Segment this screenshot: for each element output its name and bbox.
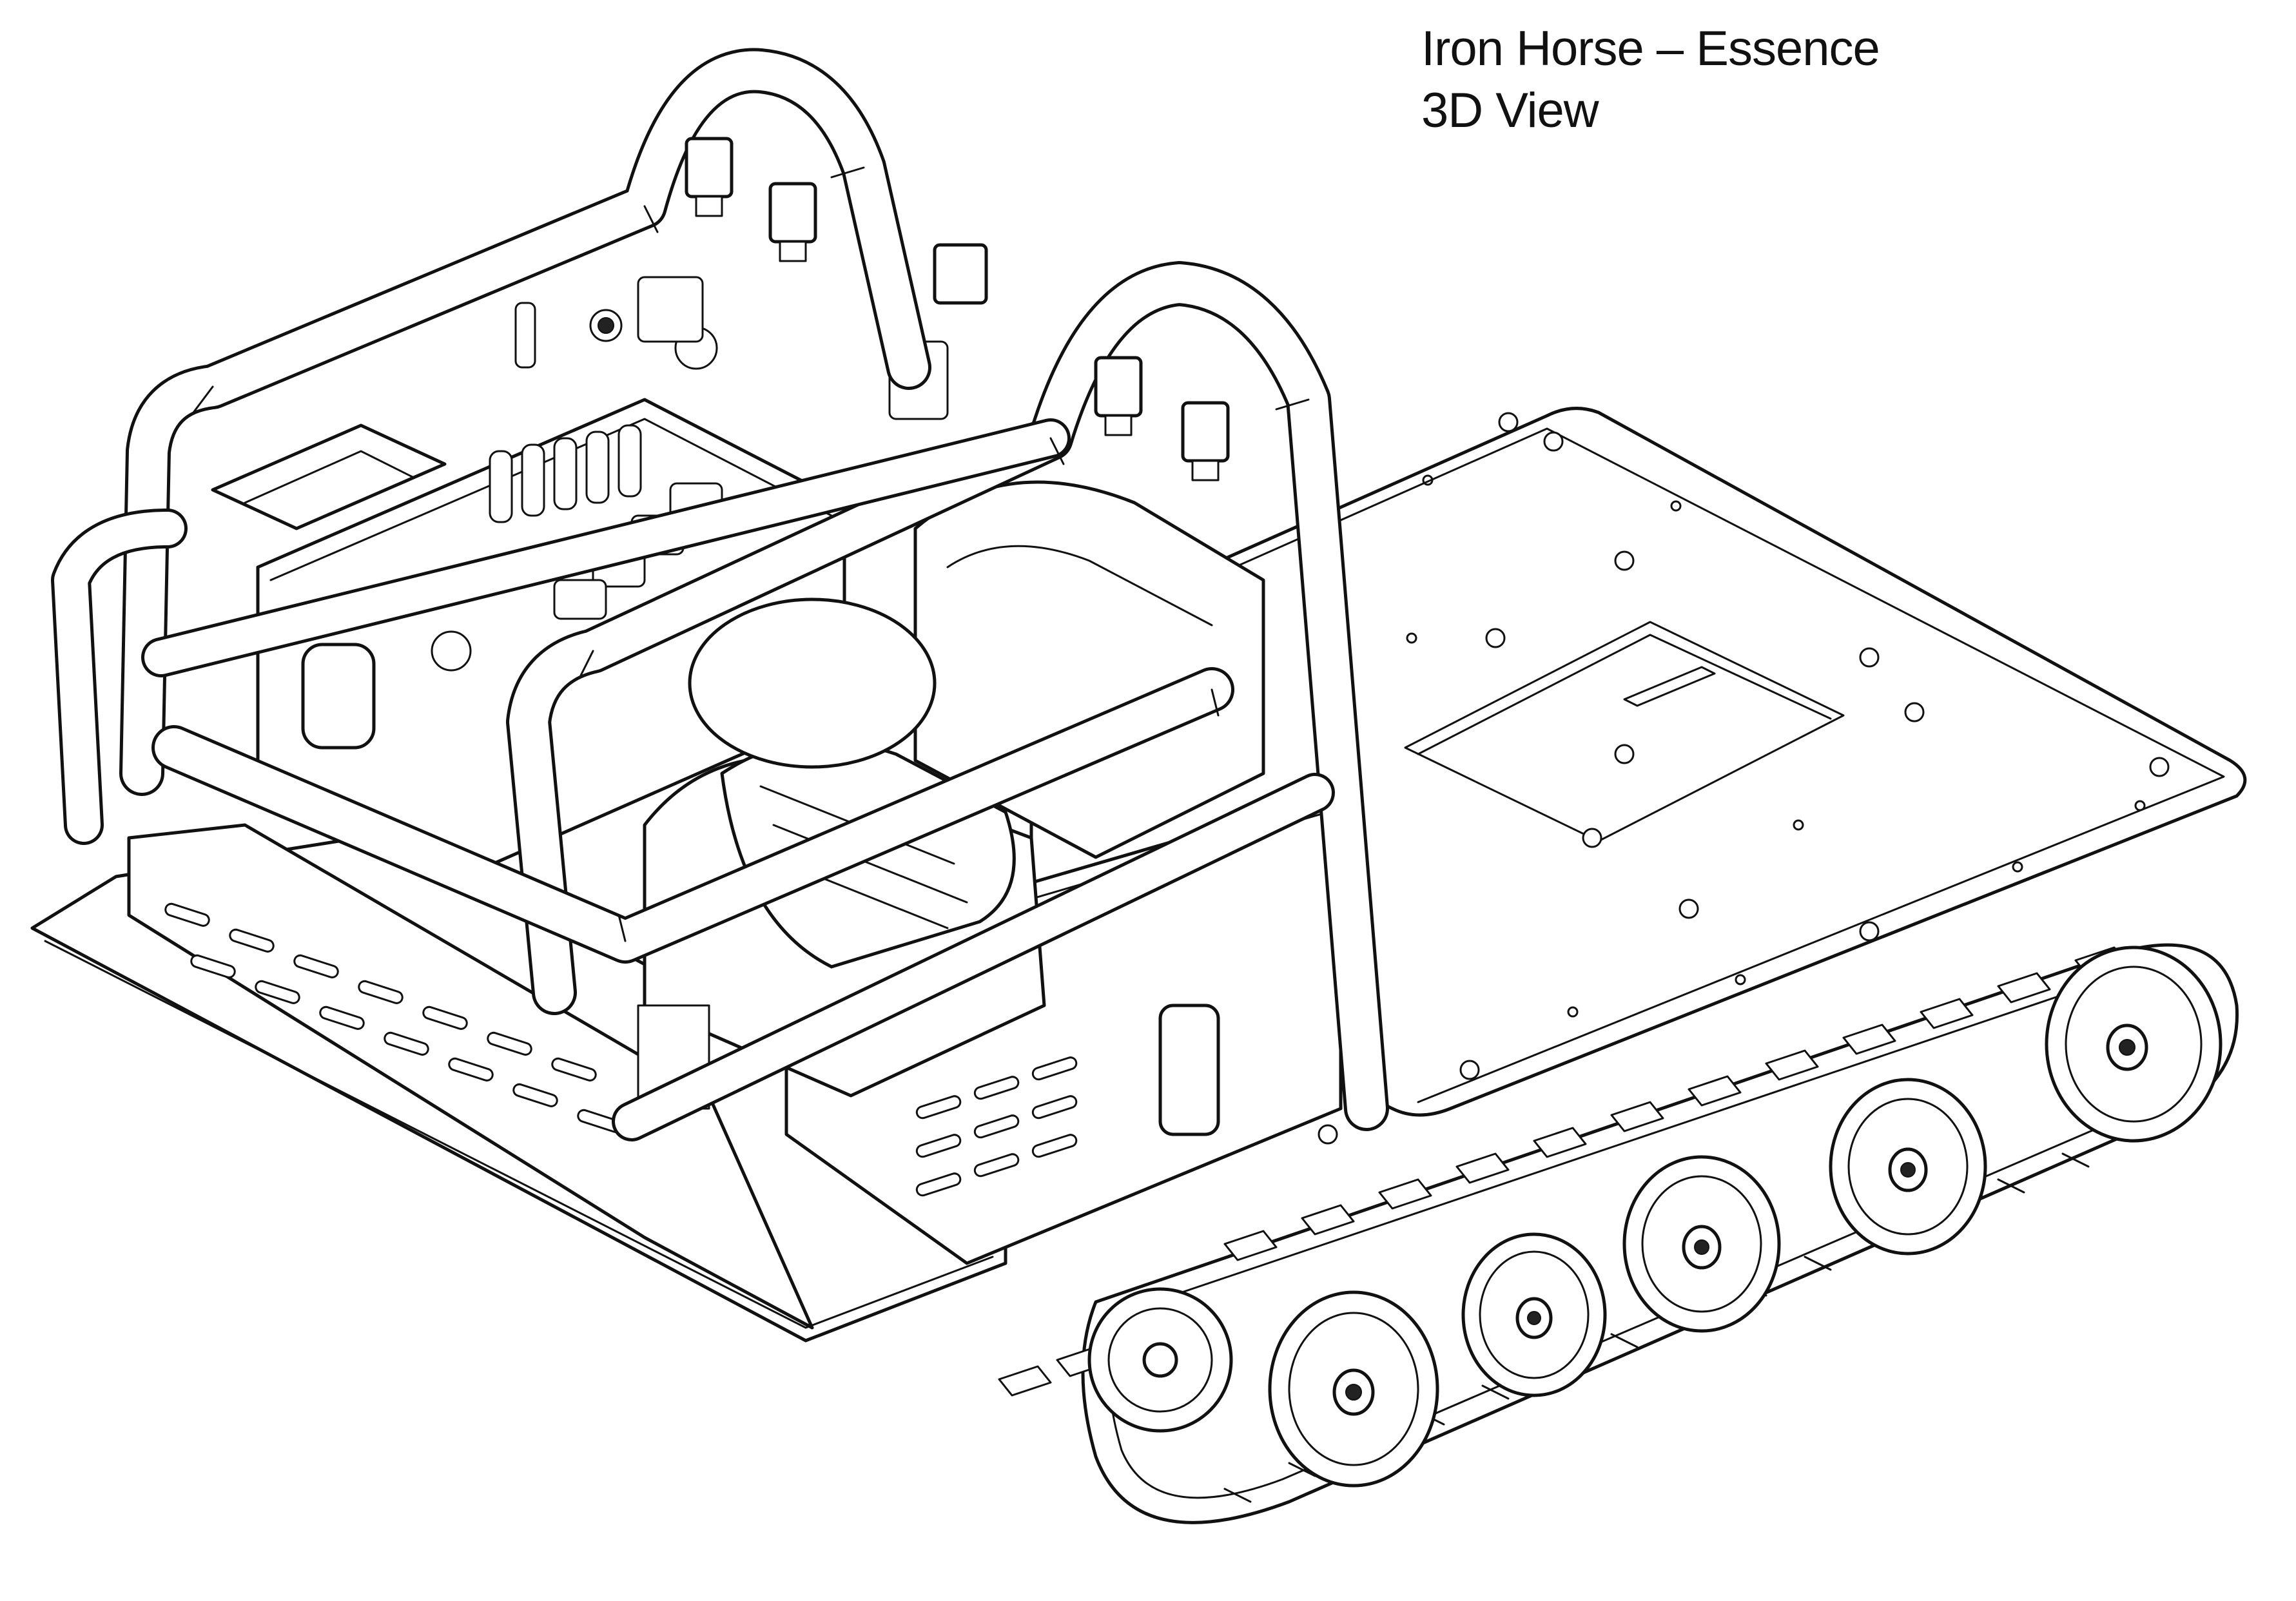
work-light-1: [685, 137, 734, 217]
road-wheel-5: [1268, 1290, 1439, 1488]
fluid-cylinders: [489, 424, 642, 523]
drawing-title: Iron Horse – Essence: [1421, 21, 1880, 76]
road-wheel-3: [1622, 1155, 1781, 1333]
skid-plate-slots: [164, 902, 623, 1133]
cage-lights: [685, 137, 1230, 481]
work-light-3: [933, 243, 988, 305]
work-light-5: [1181, 401, 1230, 481]
track-lugs: [998, 946, 2128, 1397]
road-wheel-4: [1461, 1232, 1607, 1397]
side-panel-vents: [915, 1056, 1078, 1197]
drawing-subtitle: 3D View: [1421, 83, 1599, 138]
roll-cage: [51, 48, 1389, 1141]
road-wheels: [1087, 946, 2223, 1488]
work-light-2: [768, 182, 817, 262]
work-light-4: [1094, 356, 1143, 436]
deck-bolts: [1318, 412, 2170, 1145]
drive-sprocket: [1087, 1287, 1233, 1433]
drawing-title-block: Iron Horse – Essence 3D View: [1421, 18, 1880, 142]
road-wheel-2: [1829, 1078, 1987, 1256]
road-wheel-1: [2045, 946, 2223, 1143]
